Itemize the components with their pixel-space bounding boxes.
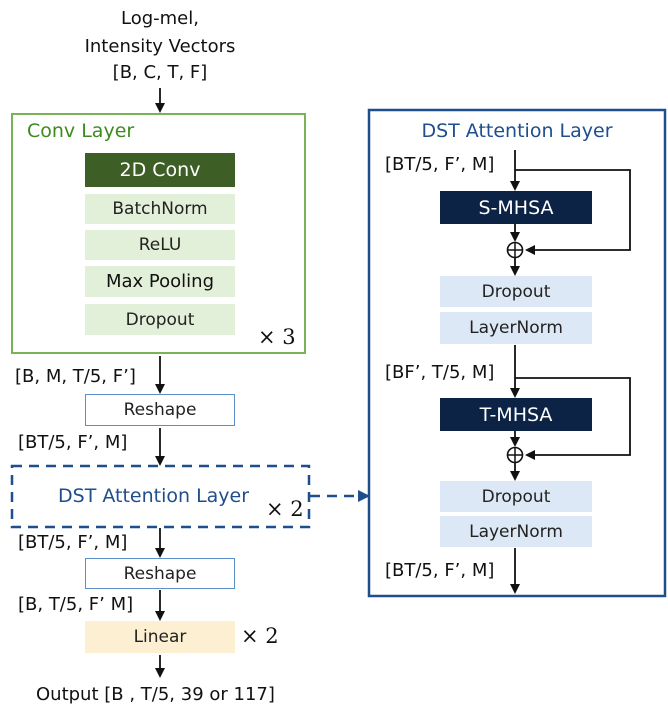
input-shape: [B, C, T, F] [112,62,208,83]
dst-detail-panel [367,108,667,598]
shape-after-dst: [BT/5, F’, M] [18,532,128,553]
conv-layer-box [11,113,306,354]
dst-layernorm-1: LayerNorm [440,312,592,344]
dst-shape-mid: [BF’, T/5, M] [385,362,495,383]
relu-block: ReLU [85,230,235,260]
maxpool-block: Max Pooling [85,266,235,297]
dst-layernorm-2: LayerNorm [440,516,592,547]
input-label-line2: Intensity Vectors [84,36,236,57]
s-mhsa-block: S-MHSA [440,191,592,224]
dst-layer-label: DST Attention Layer [58,485,250,507]
output-label: Output [B , T/5, 39 or 117] [36,684,275,705]
conv-repeat-label: × 3 [258,325,296,349]
residual-line-2 [515,377,631,460]
input-label-line1: Log-mel, [121,8,199,29]
shape-after-conv: [B, M, T/5, F’] [15,366,136,387]
dst-shape-out: [BT/5, F’, M] [385,560,495,581]
residual-line-1 [515,169,631,255]
conv-layer-title: Conv Layer [27,120,135,142]
shape-after-reshape-1: [BT/5, F’, M] [18,432,128,453]
reshape-block-1: Reshape [85,394,235,426]
conv-dropout-block: Dropout [85,304,235,335]
linear-repeat-label: × 2 [241,624,279,648]
dst-dropout-2: Dropout [440,481,592,512]
batchnorm-block: BatchNorm [85,194,235,224]
reshape-block-2: Reshape [85,558,235,589]
dst-dropout-1: Dropout [440,276,592,307]
dst-detail-title: DST Attention Layer [421,120,613,142]
shape-after-reshape-2: [B, T/5, F’ M] [18,594,134,615]
t-mhsa-block: T-MHSA [440,398,592,431]
dst-repeat-label: × 2 [266,497,304,521]
conv2d-block: 2D Conv [85,153,235,187]
dst-shape-in: [BT/5, F’, M] [385,154,495,175]
linear-block: Linear [85,621,235,653]
dst-dashed-box [10,464,311,529]
